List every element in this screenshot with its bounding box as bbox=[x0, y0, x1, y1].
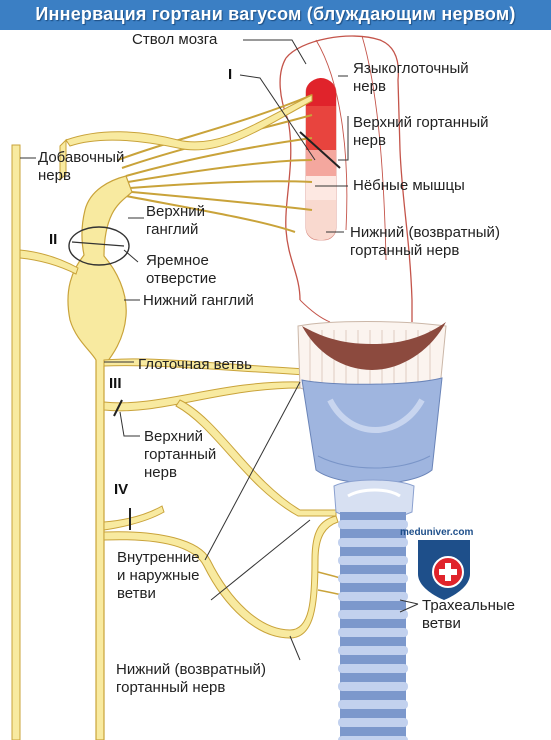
title-bar: Иннервация гортани вагусом (блуждающим н… bbox=[0, 0, 551, 30]
leader-lines bbox=[20, 39, 419, 661]
label-superior-laryngeal-3: нерв bbox=[144, 464, 177, 481]
label-tracheal-2: ветви bbox=[422, 615, 461, 632]
label-pharyngeal-branch: Глоточная ветвь bbox=[138, 356, 252, 373]
label-palatine-muscles: Нёбные мышцы bbox=[353, 177, 465, 194]
vagus-trunk bbox=[11, 144, 165, 740]
label-glossopharyngeal-2: нерв bbox=[353, 78, 386, 95]
label-superior-laryngeal-1: Верхний bbox=[144, 428, 204, 445]
label-superior-laryngeal-2: гортанный bbox=[144, 446, 217, 463]
marker-iv: IV bbox=[114, 481, 129, 498]
label-internal-external-3: ветви bbox=[117, 585, 156, 602]
marker-iii: III bbox=[109, 375, 122, 392]
label-recurrent-1: Нижний (возвратный) bbox=[116, 661, 266, 678]
section-markers bbox=[113, 131, 341, 530]
label-brainstem: Ствол мозга bbox=[132, 31, 218, 48]
trachea bbox=[338, 512, 408, 740]
watermark-text: meduniver.com bbox=[400, 527, 474, 538]
label-glossopharyngeal-1: Языкоглоточный bbox=[353, 60, 469, 77]
larynx bbox=[297, 321, 447, 520]
label-recurrent-top-1: Нижний (возвратный) bbox=[350, 224, 500, 241]
label-superior-laryngeal-top-1: Верхний гортанный bbox=[353, 114, 489, 131]
label-tracheal-1: Трахеальные bbox=[422, 597, 515, 614]
accessory-nerve-branch bbox=[59, 94, 313, 182]
label-jugular-foramen-2: отверстие bbox=[146, 270, 217, 287]
label-superior-ganglion-2: ганглий bbox=[146, 221, 199, 238]
label-internal-external-1: Внутренние bbox=[117, 549, 200, 566]
label-superior-ganglion-1: Верхний bbox=[146, 203, 206, 220]
label-inferior-ganglion: Нижний ганглий bbox=[143, 292, 254, 309]
brainstem bbox=[279, 35, 413, 323]
superior-laryngeal-branch bbox=[103, 381, 337, 517]
marker-ii: II bbox=[49, 231, 58, 248]
label-superior-laryngeal-top-2: нерв bbox=[353, 132, 386, 149]
marker-i: I bbox=[228, 66, 233, 83]
label-recurrent-top-2: гортанный нерв bbox=[350, 242, 460, 259]
watermark-logo-icon bbox=[418, 540, 470, 600]
label-recurrent-2: гортанный нерв bbox=[116, 679, 226, 696]
label-jugular-foramen-1: Яремное bbox=[146, 252, 209, 269]
jugular-foramen bbox=[68, 226, 130, 266]
label-accessory-2: нерв bbox=[38, 167, 71, 184]
label-internal-external-2: и наружные bbox=[117, 567, 200, 584]
label-accessory-1: Добавочный bbox=[38, 149, 125, 166]
diagram-title: Иннервация гортани вагусом (блуждающим н… bbox=[35, 4, 516, 24]
